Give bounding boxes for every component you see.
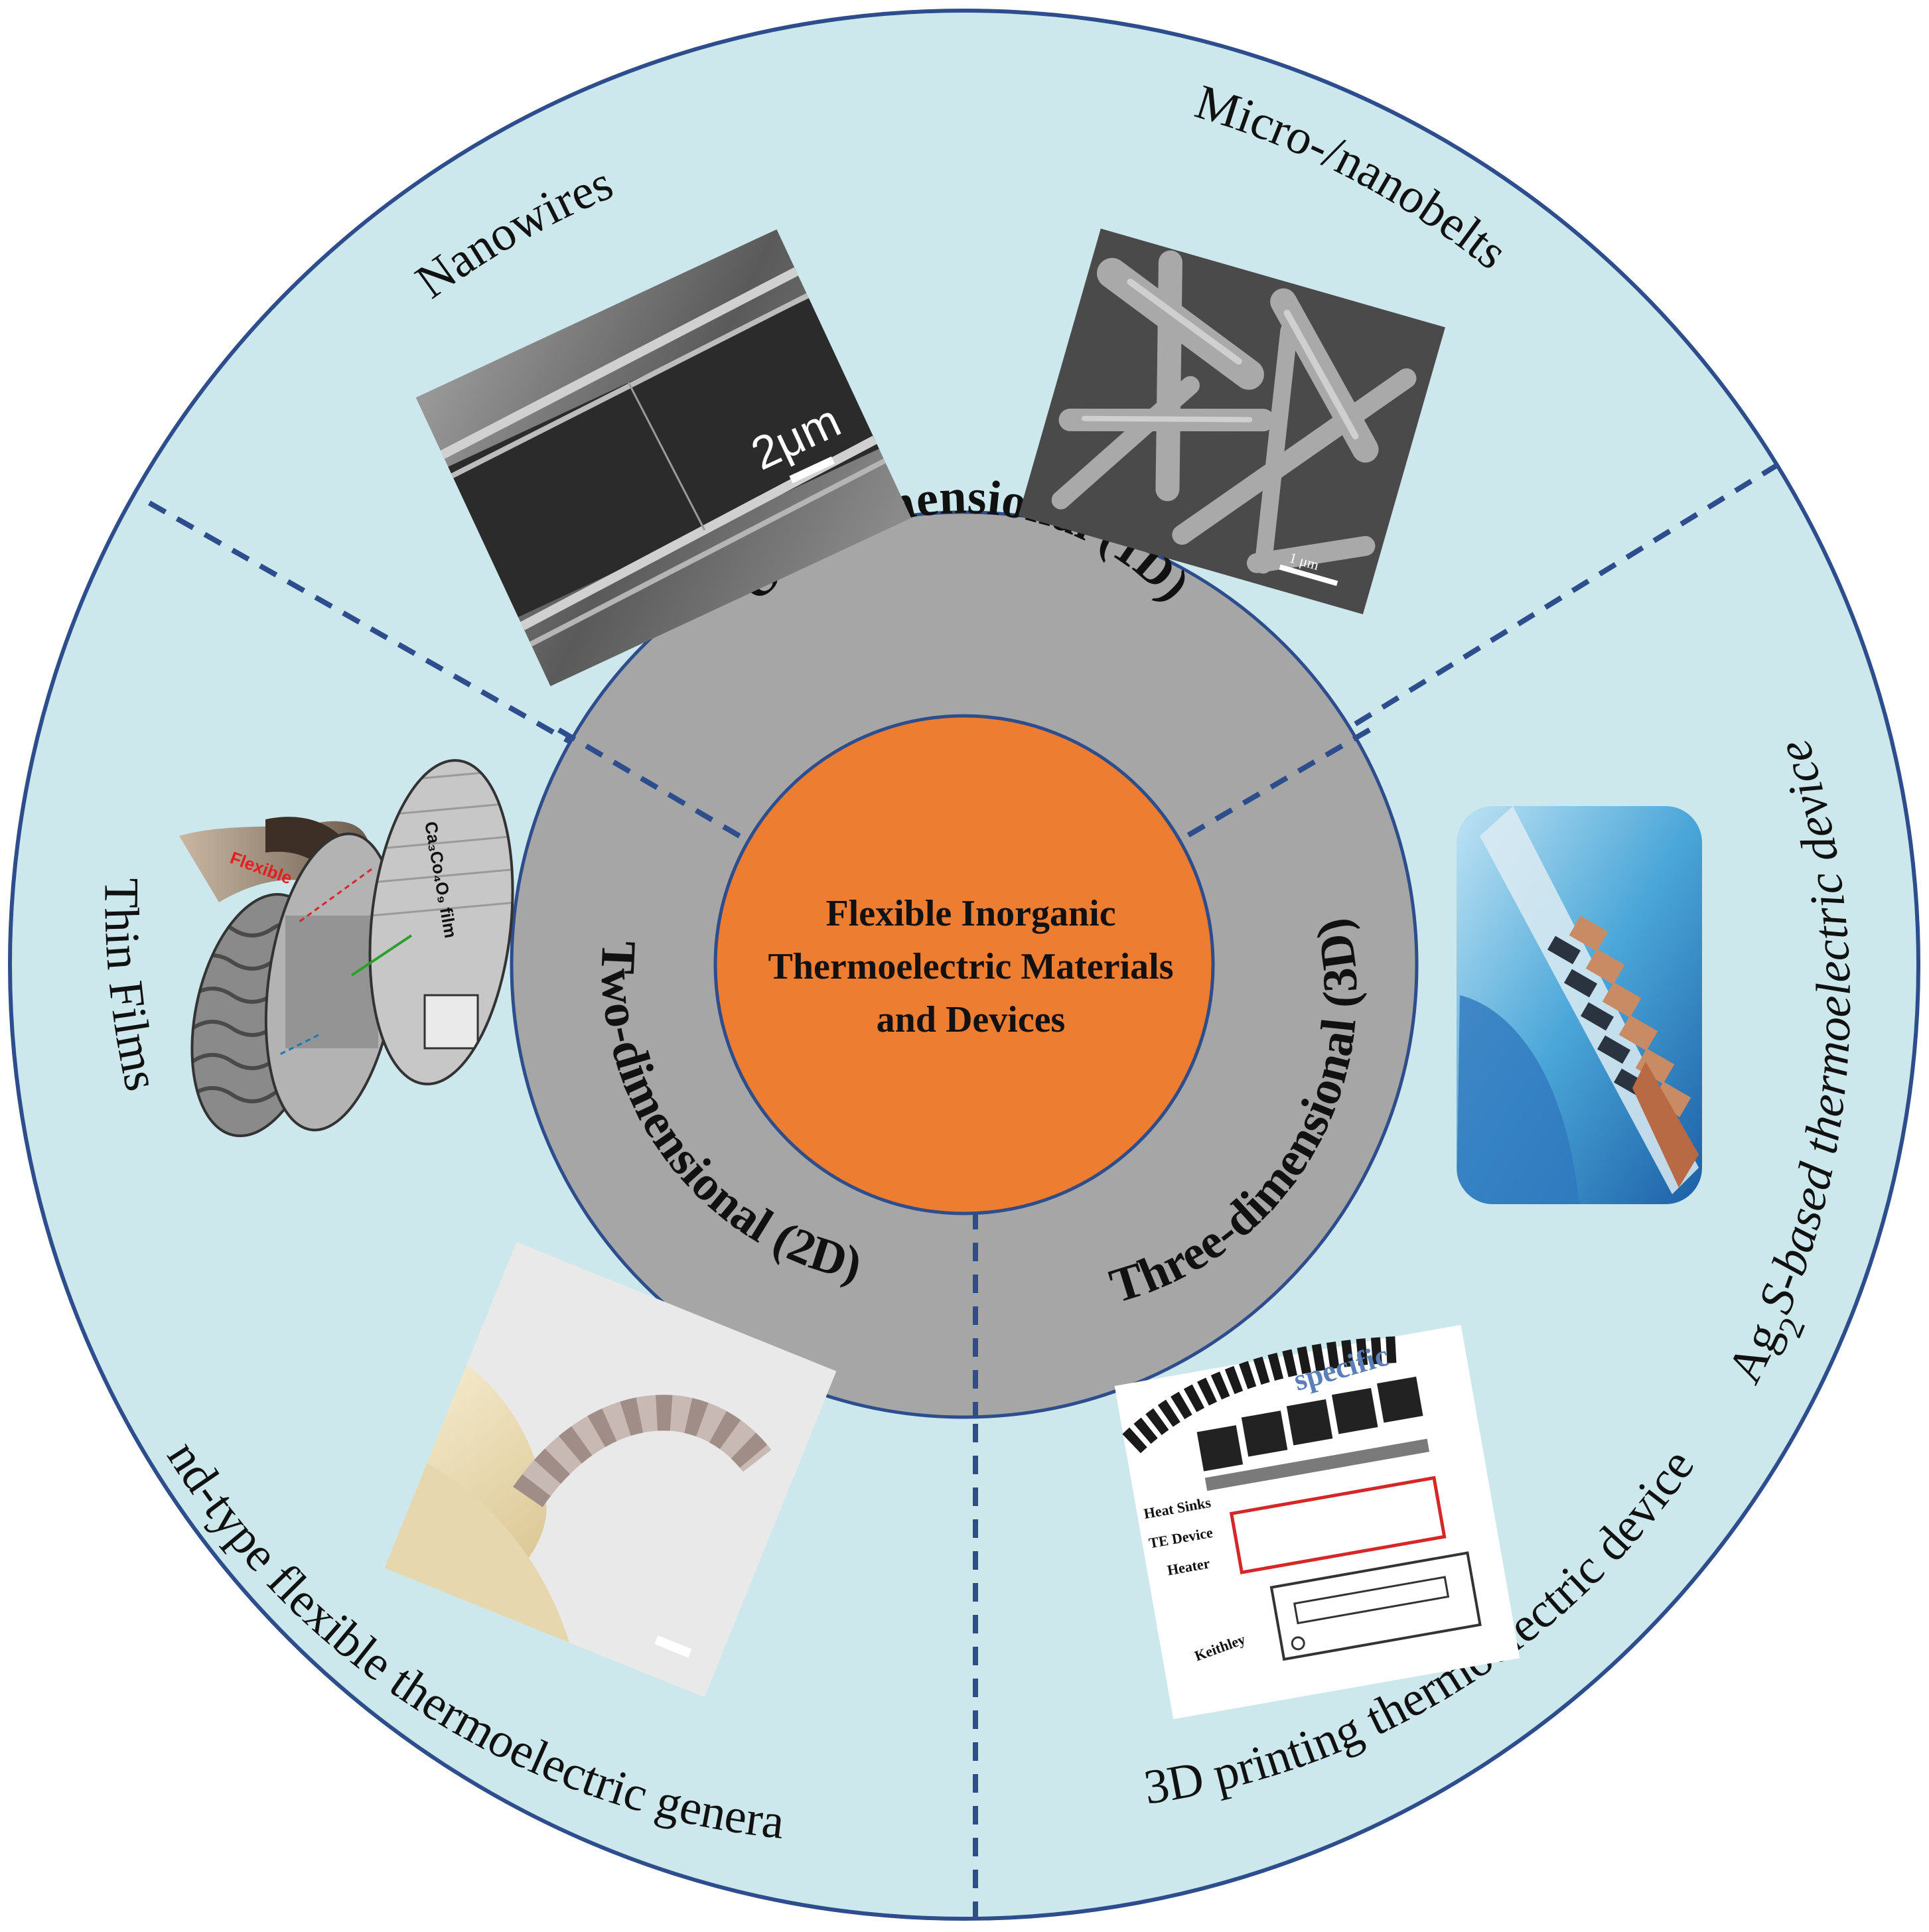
center-title-line-2: Thermoelectric Materials [768,946,1173,987]
ag2s-device-photo [1457,806,1702,1204]
divider-upper-left [148,500,743,842]
center-title-line-1: Flexible Inorganic [825,893,1115,934]
nanowires-scale-bar [789,456,835,484]
nanowires-sem-image: 2μm [415,229,912,687]
nanobelts-sem-image: 1 μm [1018,228,1445,614]
ring-divider-left [557,727,750,844]
ring-divider-right [1179,727,1372,842]
film-oval-3 [368,759,514,1085]
nanobelts-scale-bar [1279,564,1338,586]
printing-3d-device-photo: specific Heat Sinks TE Device Heater Kei… [1114,1324,1520,1720]
band-type-teg-photo [384,1241,837,1698]
center-circle [713,714,1215,1215]
center-title-line-3: and Devices [877,999,1066,1040]
